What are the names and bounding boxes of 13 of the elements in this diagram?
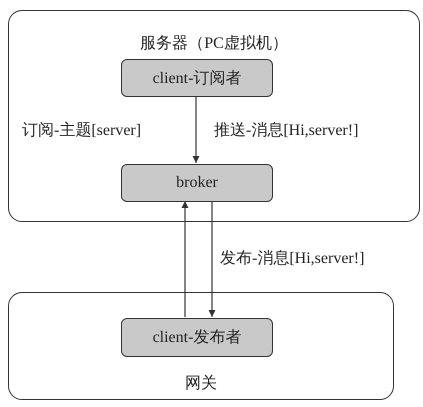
arrow [182,201,188,317]
process-box [121,318,273,357]
process-box [121,164,273,202]
group-title: 网关 [184,374,218,394]
process-box [121,59,273,97]
box-label: broker [176,174,218,192]
box-label: client-订阅者 [152,68,242,88]
arrow [192,96,200,163]
box-label: client-发布者 [152,328,242,348]
group-panel [8,292,394,400]
arrow [208,201,216,317]
group-panel [8,10,420,222]
group-title: 服务器（PC虚拟机） [139,34,289,54]
